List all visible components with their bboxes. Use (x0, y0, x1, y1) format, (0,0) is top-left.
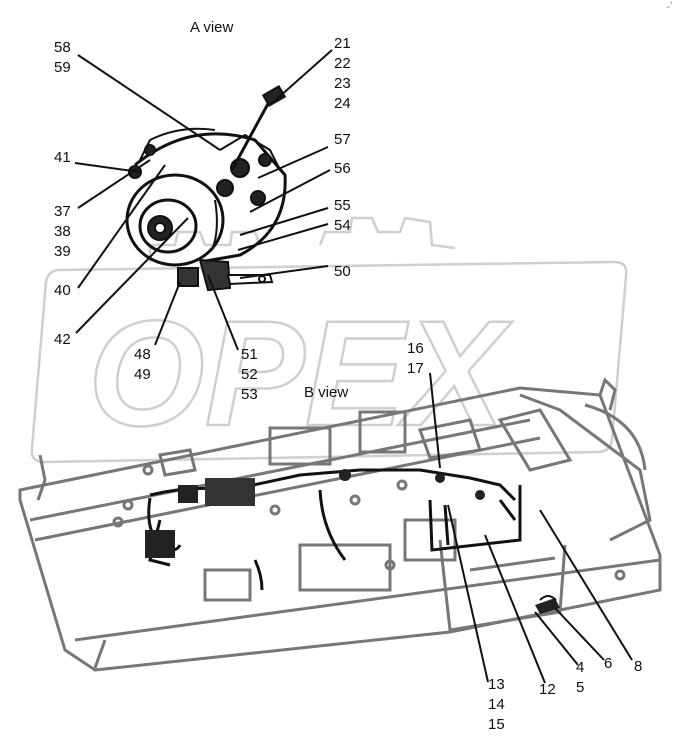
callout-number: 8 (634, 658, 643, 675)
callout-57: 57 (334, 130, 351, 150)
callout-number: 48 (134, 346, 151, 363)
callout-number: 5 (576, 679, 585, 696)
callout-40: 40 (54, 281, 71, 301)
chassis-frame (18, 377, 662, 672)
callout-number: 51 (241, 346, 258, 363)
compressor-assembly (125, 84, 287, 292)
callout-number: 37 (54, 203, 71, 220)
callout-number: 17 (407, 360, 424, 377)
callout-48-49: 48 49 (134, 345, 151, 385)
callout-42: 42 (54, 330, 71, 350)
callout-number: 50 (334, 263, 351, 280)
callout-number: 22 (334, 55, 351, 72)
callout-number: 24 (334, 95, 351, 112)
callout-number: 38 (54, 223, 71, 240)
callout-37-39: 37 38 39 (54, 202, 71, 262)
callout-number: 15 (488, 716, 505, 733)
callout-50: 50 (334, 262, 351, 282)
callout-number: 40 (54, 282, 71, 299)
callout-16-17: 16 17 (407, 339, 424, 379)
callout-number: 58 (54, 39, 71, 56)
view-a-title: A view (190, 19, 234, 36)
callout-number: 23 (334, 75, 351, 92)
leader-lines-a (74, 49, 333, 351)
callout-55-54: 55 54 (334, 196, 351, 236)
callout-6: 6 (604, 654, 612, 674)
callout-58-59: 58 59 (54, 38, 71, 78)
callout-number: 6 (604, 655, 613, 672)
view-b-title: B view (304, 384, 349, 401)
callout-number: 16 (407, 340, 424, 357)
callout-number: 39 (54, 243, 71, 260)
callout-number: 12 (539, 681, 556, 698)
callout-number: 52 (241, 366, 258, 383)
callout-number: 49 (134, 366, 151, 383)
callout-number: 4 (576, 659, 585, 676)
callout-number: 42 (54, 331, 71, 348)
callout-number: 55 (334, 197, 351, 214)
callout-21-24: 21 22 23 24 (334, 34, 351, 114)
callout-number: 13 (488, 676, 505, 693)
callout-51-53: 51 52 53 (241, 345, 258, 405)
callout-56: 56 (334, 159, 351, 179)
callout-41: 41 (54, 148, 71, 168)
callout-number: 54 (334, 217, 351, 234)
callout-12: 12 (539, 680, 556, 700)
callout-4-5: 4 5 (576, 658, 584, 698)
callout-number: 59 (54, 59, 71, 76)
callout-number: 56 (334, 160, 351, 177)
callout-number: 53 (241, 386, 258, 403)
callout-number: 14 (488, 696, 505, 713)
callout-number: 21 (334, 35, 351, 52)
wiring-harness (145, 468, 560, 614)
callout-8: 8 (634, 657, 642, 677)
watermark-text: OPEX (88, 289, 513, 457)
leader-lines-b (429, 372, 633, 684)
watermark-logo: OPEX (30, 216, 628, 464)
callout-number: 57 (334, 131, 351, 148)
callout-13-15: 13 14 15 (488, 675, 505, 735)
callout-number: 41 (54, 149, 71, 166)
corner-mark: -' (666, 0, 673, 13)
